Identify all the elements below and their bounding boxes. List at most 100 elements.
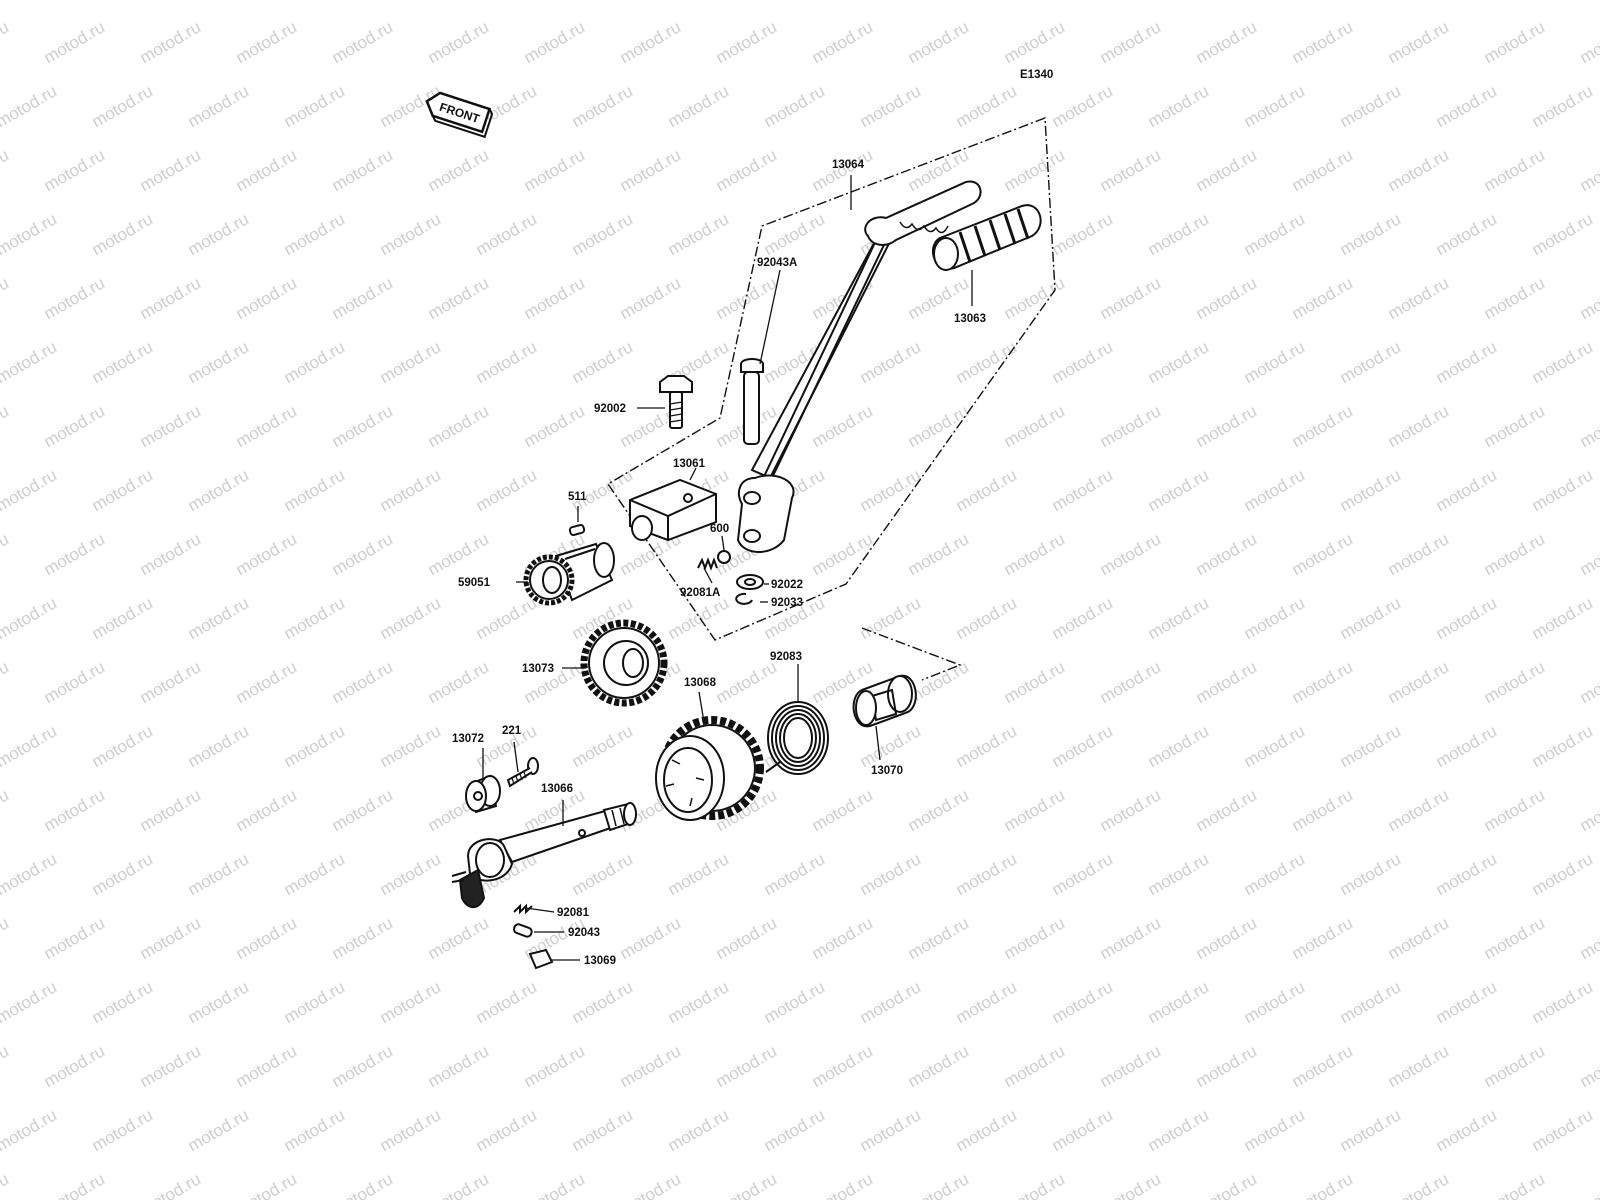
watermark-text: motod.ru (281, 465, 349, 515)
watermark-text: motod.ru (1049, 81, 1117, 131)
watermark-text: motod.ru (713, 913, 781, 963)
watermark-text: motod.ru (953, 977, 1021, 1027)
watermark-text: motod.ru (1097, 1041, 1165, 1091)
watermark-text: motod.ru (281, 337, 349, 387)
watermark-text: motod.ru (1145, 1105, 1213, 1155)
watermark-text: motod.ru (905, 1041, 973, 1091)
front-arrow-icon: FRONT (425, 91, 494, 139)
watermark-text: motod.ru (809, 913, 877, 963)
watermark-text: motod.ru (1289, 657, 1357, 707)
watermark-text: motod.ru (761, 0, 829, 3)
bolt-drawing (659, 375, 693, 429)
watermark-text: motod.ru (1577, 273, 1600, 323)
watermark-text: motod.ru (1433, 721, 1501, 771)
watermark-text: motod.ru (1145, 849, 1213, 899)
watermark-text: motod.ru (857, 0, 925, 3)
watermark-text: motod.ru (1433, 593, 1501, 643)
watermark-text: motod.ru (1241, 209, 1309, 259)
part-label: 13068 (684, 677, 717, 689)
watermark-text: motod.ru (1001, 273, 1069, 323)
watermark-text: motod.ru (473, 465, 541, 515)
watermark-text: motod.ru (1049, 721, 1117, 771)
part-label: 13064 (832, 159, 865, 171)
pedal-holder-drawing (629, 478, 717, 542)
watermark-text: motod.ru (1097, 273, 1165, 323)
watermark-text: motod.ru (1481, 1169, 1549, 1200)
watermark-text: motod.ru (1145, 337, 1213, 387)
watermark-text: motod.ru (521, 401, 589, 451)
spring-small-drawing (697, 557, 718, 571)
watermark-text: motod.ru (1193, 529, 1261, 579)
watermark-text: motod.ru (137, 145, 205, 195)
watermark-text: motod.ru (89, 849, 157, 899)
watermark-text: motod.ru (1241, 1105, 1309, 1155)
watermark-text: motod.ru (233, 145, 301, 195)
watermark-text: motod.ru (0, 913, 12, 963)
watermark-text: motod.ru (1241, 593, 1309, 643)
watermark-text: motod.ru (377, 721, 445, 771)
watermark-text: motod.ru (905, 1169, 973, 1200)
watermark-text: motod.ru (1529, 721, 1597, 771)
watermark-text: motod.ru (233, 657, 301, 707)
watermark-text: motod.ru (1577, 17, 1600, 67)
watermark-text: motod.ru (1337, 721, 1405, 771)
watermark-text: motod.ru (809, 17, 877, 67)
watermark-text: motod.ru (377, 465, 445, 515)
watermark-text: motod.ru (617, 1169, 685, 1200)
part-label: 92043A (757, 257, 797, 269)
watermark-text: motod.ru (185, 849, 253, 899)
watermark-text: motod.ru (0, 465, 60, 515)
watermark-text: motod.ru (1577, 657, 1600, 707)
watermark-text: motod.ru (473, 977, 541, 1027)
watermark-text: motod.ru (665, 81, 733, 131)
part-label: 92022 (771, 579, 803, 591)
part-label: 13069 (584, 955, 616, 967)
watermark-text: motod.ru (1337, 337, 1405, 387)
watermark-text: motod.ru (329, 657, 397, 707)
watermark-text: motod.ru (0, 593, 60, 643)
watermark-text: motod.ru (1001, 17, 1069, 67)
watermark-text: motod.ru (89, 209, 157, 259)
watermark-text: motod.ru (569, 849, 637, 899)
watermark-text: motod.ru (425, 657, 493, 707)
figure-code: E1340 (1020, 69, 1053, 81)
watermark-text: motod.ru (377, 209, 445, 259)
watermark-text: motod.ru (713, 17, 781, 67)
watermark-text: motod.ru (617, 913, 685, 963)
watermark-text: motod.ru (857, 977, 925, 1027)
watermark-text: motod.ru (233, 913, 301, 963)
watermark-text: motod.ru (857, 81, 925, 131)
watermark-text: motod.ru (377, 977, 445, 1027)
watermark-text: motod.ru (0, 1105, 60, 1155)
watermark-text: motod.ru (761, 1105, 829, 1155)
watermark-text: motod.ru (89, 81, 157, 131)
watermark-text: motod.ru (1001, 657, 1069, 707)
watermark-text: motod.ru (281, 721, 349, 771)
watermark-text: motod.ru (1001, 401, 1069, 451)
watermark-text: motod.ru (1001, 529, 1069, 579)
kick-spring-drawing (765, 701, 829, 775)
watermark-text: motod.ru (1337, 0, 1405, 3)
watermark-text: motod.ru (1577, 913, 1600, 963)
kick-pedal-drawing (736, 180, 982, 553)
watermark-text: motod.ru (665, 977, 733, 1027)
watermark-text: motod.ru (1433, 81, 1501, 131)
watermark-text: motod.ru (1097, 1169, 1165, 1200)
watermark-text: motod.ru (1145, 593, 1213, 643)
watermark-text: motod.ru (185, 465, 253, 515)
watermark-text: motod.ru (857, 465, 925, 515)
watermark-text: motod.ru (1385, 273, 1453, 323)
watermark-text: motod.ru (809, 785, 877, 835)
watermark-text: motod.ru (521, 17, 589, 67)
watermark-text: motod.ru (377, 0, 445, 3)
watermark-text: motod.ru (1193, 785, 1261, 835)
pin-small-drawing (568, 523, 586, 537)
watermark-text: motod.ru (809, 1169, 877, 1200)
watermark-text: motod.ru (1385, 401, 1453, 451)
watermark-text: motod.ru (1049, 209, 1117, 259)
watermark-text: motod.ru (1529, 977, 1597, 1027)
watermark-text: motod.ru (1049, 337, 1117, 387)
part-label: 92043 (568, 927, 600, 939)
watermark-text: motod.ru (1433, 977, 1501, 1027)
watermark-text: motod.ru (1385, 785, 1453, 835)
